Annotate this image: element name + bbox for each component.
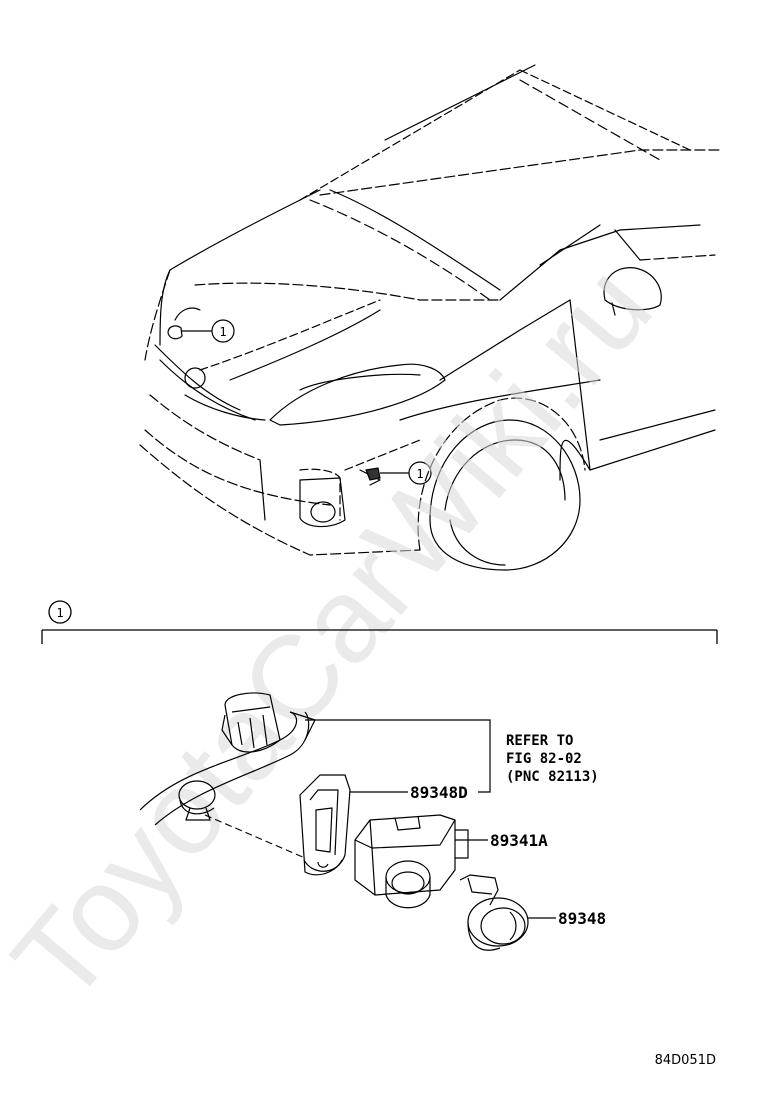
car-illustration	[139, 64, 721, 571]
part-number-89341a: 89341A	[490, 831, 548, 850]
figure-code: 84D051D	[655, 1053, 716, 1068]
callout-1-front: 1	[219, 325, 226, 339]
front-sensor-marker	[167, 319, 235, 343]
refer-note-line1: REFER TO	[506, 733, 573, 749]
section-bracket	[41, 600, 718, 644]
assembly-leader	[204, 814, 306, 859]
retainer-89348d	[299, 774, 351, 876]
callout-1-side: 1	[416, 467, 423, 481]
part-number-89348: 89348	[558, 909, 606, 928]
part-number-89348d: 89348D	[410, 783, 468, 802]
sensor-89341a	[354, 814, 469, 909]
refer-note-line3: (PNC 82113)	[506, 769, 599, 785]
wire-harness	[139, 692, 316, 826]
section-callout: 1	[56, 606, 63, 620]
sensor-cap-89348	[459, 874, 529, 951]
refer-note-line2: FIG 82-02	[506, 751, 582, 767]
leader-lines	[305, 719, 556, 919]
side-sensor-marker	[365, 461, 432, 485]
